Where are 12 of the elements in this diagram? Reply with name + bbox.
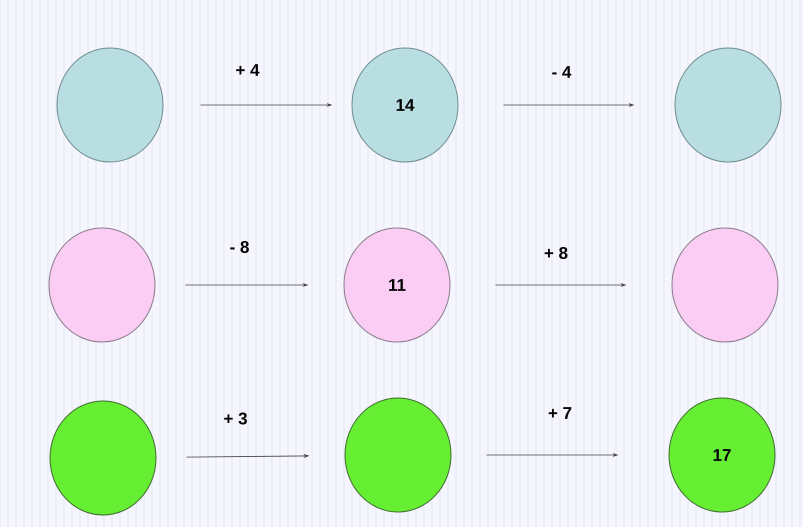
- empty-circle: [344, 398, 452, 512]
- edge-label: + 3: [224, 412, 247, 425]
- edge-label: - 8: [230, 240, 249, 254]
- edge-label: + 8: [544, 246, 568, 260]
- empty-circle: [56, 48, 164, 162]
- edge-label: + 4: [236, 64, 260, 76]
- empty-circle: [48, 228, 156, 342]
- edge-label: + 7: [548, 407, 572, 419]
- empty-circle: [672, 228, 778, 342]
- empty-circle: [674, 48, 782, 162]
- empty-circle: [50, 400, 156, 516]
- edge-label: - 4: [552, 66, 572, 78]
